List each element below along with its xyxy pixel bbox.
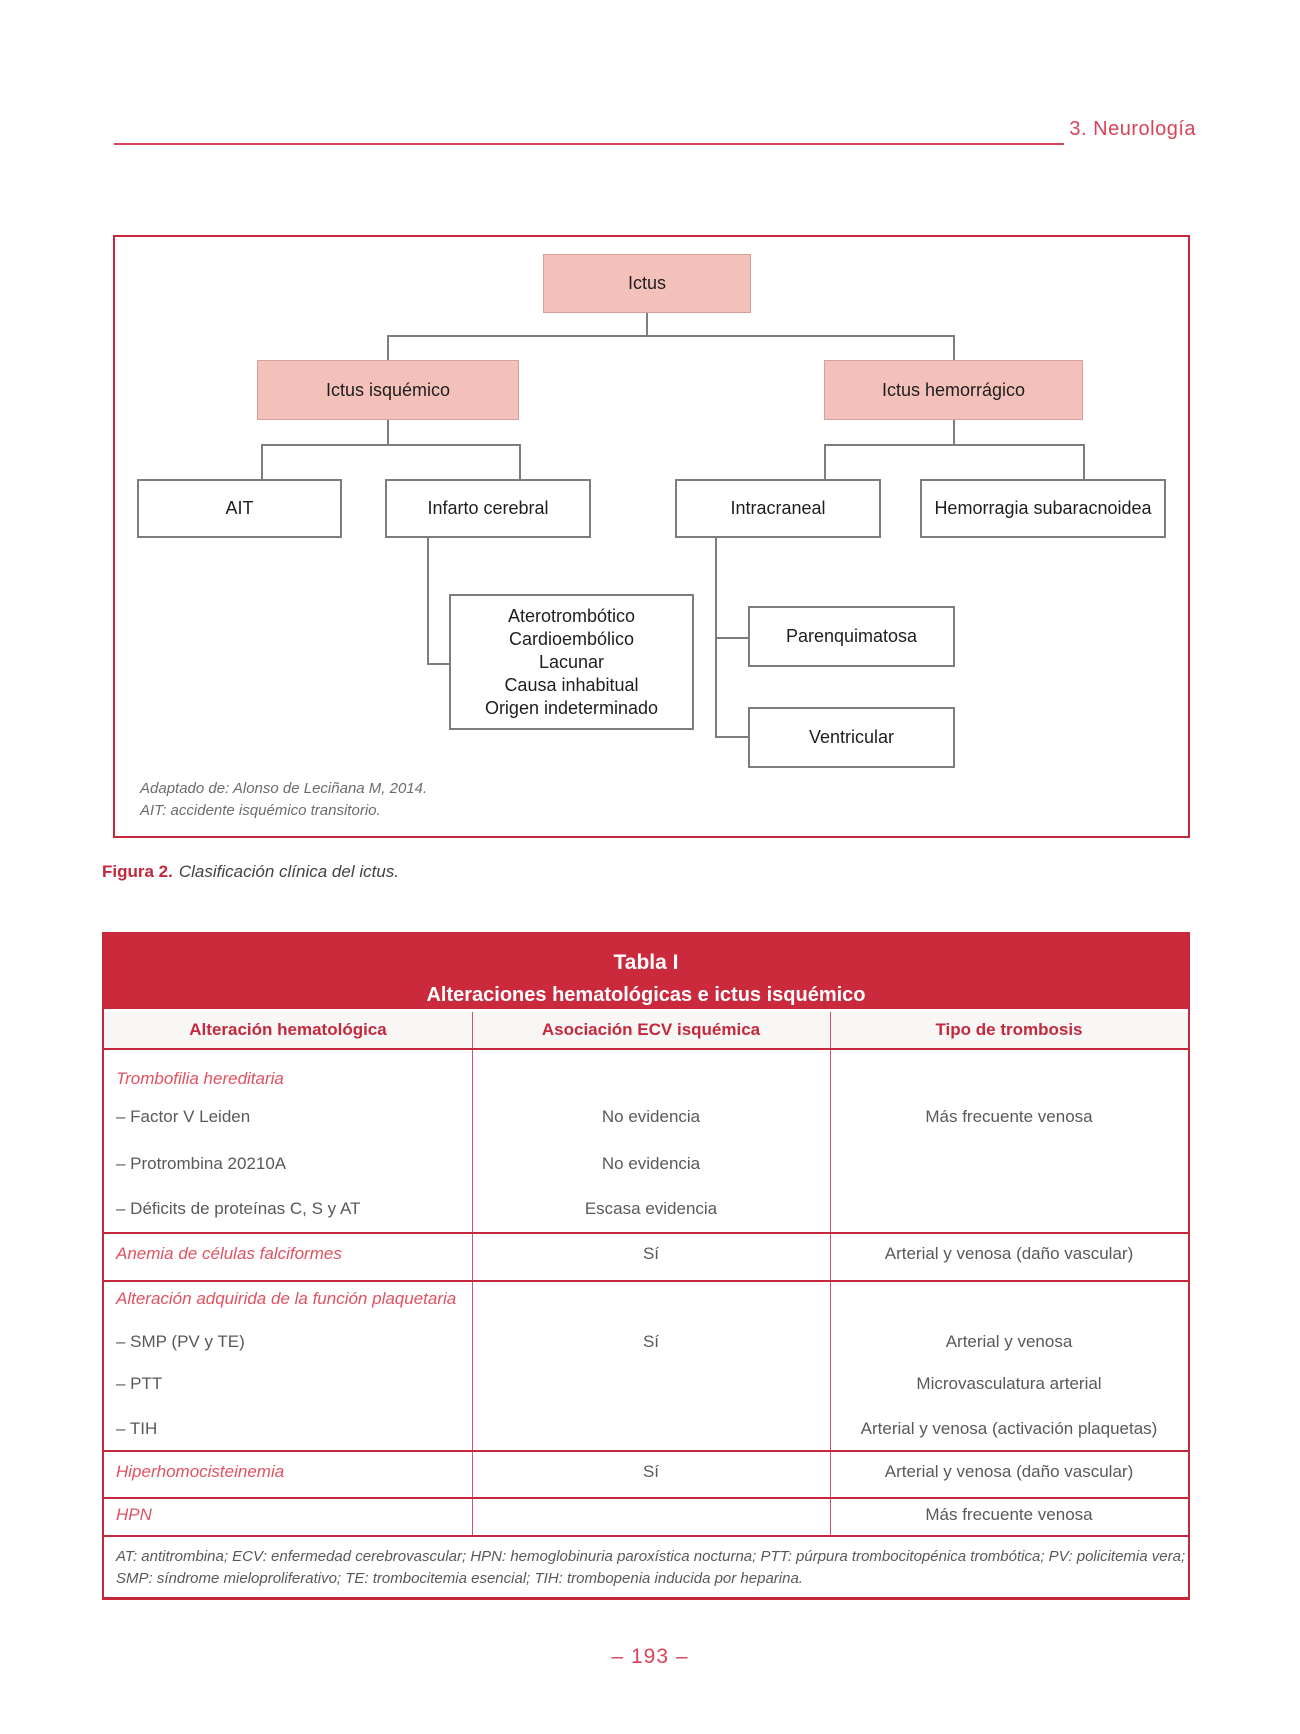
page-number: – 193 – xyxy=(611,1645,689,1668)
connector xyxy=(824,444,826,479)
row-label: Trombofilia hereditaria xyxy=(116,1069,284,1088)
column-divider xyxy=(472,1452,473,1497)
row-item: – SMP (PV y TE) xyxy=(116,1332,245,1351)
row-item: – Protrombina 20210A xyxy=(116,1154,287,1173)
node-intracraneal: Intracraneal xyxy=(675,479,881,538)
column-divider xyxy=(472,1282,473,1450)
connector xyxy=(427,663,451,665)
subtype-line: Cardioembólico xyxy=(508,628,635,649)
column-header-asociacion: Asociación ECV isquémica xyxy=(541,1020,761,1039)
table-row-hiperhomocisteinemia: Hiperhomocisteinemia Sí Arterial y venos… xyxy=(104,1450,1188,1497)
row-item: – TIH xyxy=(116,1419,158,1438)
cell-asociacion: Sí xyxy=(642,1332,660,1351)
node-parenquimatosa: Parenquimatosa xyxy=(748,606,955,667)
column-divider xyxy=(472,1499,473,1535)
cell-asociacion: Sí xyxy=(642,1244,660,1263)
column-divider xyxy=(830,1012,831,1048)
cell-asociacion: Escasa evidencia xyxy=(584,1199,718,1218)
cell-tipo: Más frecuente venosa xyxy=(925,1107,1093,1126)
row-label: Hiperhomocisteinemia xyxy=(116,1462,285,1481)
cell-asociacion: Sí xyxy=(642,1462,660,1481)
row-item: – Déficits de proteínas C, S y AT xyxy=(116,1199,361,1218)
cell-tipo: Microvasculatura arterial xyxy=(916,1374,1102,1393)
table-hematologic-alterations: Tabla I Alteraciones hematológicas e ict… xyxy=(102,932,1190,1600)
row-label: HPN xyxy=(116,1505,152,1524)
column-divider xyxy=(830,1234,831,1280)
cell-asociacion: No evidencia xyxy=(601,1107,701,1126)
figure-flowchart: Ictus Ictus isquémico Ictus hemorrágico … xyxy=(113,235,1190,838)
node-ictus-hemorragico: Ictus hemorrágico xyxy=(824,360,1083,420)
column-divider xyxy=(472,1012,473,1048)
column-divider xyxy=(472,1050,473,1232)
figure-footnote-source: Adaptado de: Alonso de Leciñana M, 2014. xyxy=(140,780,428,797)
table-footnote-line: SMP: síndrome mieloproliferativo; TE: tr… xyxy=(116,1570,803,1587)
connector xyxy=(953,335,955,360)
row-item: – Factor V Leiden xyxy=(116,1107,251,1126)
table-row-anemia: Anemia de células falciformes Sí Arteria… xyxy=(104,1232,1188,1280)
table-banner: Tabla I Alteraciones hematológicas e ict… xyxy=(104,934,1188,1009)
connector xyxy=(261,444,263,479)
column-divider xyxy=(830,1499,831,1535)
column-divider xyxy=(830,1282,831,1450)
connector xyxy=(387,335,955,337)
cell-tipo: Arterial y venosa (daño vascular) xyxy=(884,1462,1134,1481)
banner-gap xyxy=(104,1009,1188,1012)
table-row-group-trombofilia: Trombofilia hereditaria – Factor V Leide… xyxy=(104,1050,1188,1232)
column-header-alteracion: Alteración hematológica xyxy=(189,1020,387,1039)
connector xyxy=(1083,444,1085,479)
node-hemorragia-subaracnoidea: Hemorragia subaracnoidea xyxy=(920,479,1166,538)
table-header-row: Alteración hematológica Asociación ECV i… xyxy=(104,1012,1188,1050)
figure-footnote-abbrev: AIT: accidente isquémico transitorio. xyxy=(140,802,381,819)
page-header: 3. Neurología xyxy=(114,114,1196,145)
cell-tipo: Arterial y venosa (daño vascular) xyxy=(884,1244,1134,1263)
connector xyxy=(646,313,648,337)
node-ventricular: Ventricular xyxy=(748,707,955,768)
figure-caption-text: Clasificación clínica del ictus. xyxy=(178,862,400,881)
subtype-line: Lacunar xyxy=(538,651,605,672)
table-row-hpn: HPN Más frecuente venosa xyxy=(104,1497,1188,1535)
connector xyxy=(387,335,389,360)
table-subtitle: Alteraciones hematológicas e ictus isqué… xyxy=(426,984,866,1006)
connector xyxy=(953,420,955,446)
node-ictus-isquemico: Ictus isquémico xyxy=(257,360,519,420)
node-infarto-cerebral: Infarto cerebral xyxy=(385,479,591,538)
connector xyxy=(824,444,1085,446)
node-ictus: Ictus xyxy=(543,254,751,313)
connector xyxy=(427,538,429,665)
figure-footnotes: Adaptado de: Alonso de Leciñana M, 2014.… xyxy=(140,778,427,822)
table-footnote-line: AT: antitrombina; ECV: enfermedad cerebr… xyxy=(116,1548,1186,1565)
connector xyxy=(715,637,750,639)
table-title: Tabla I xyxy=(613,951,679,974)
column-header-tipo: Tipo de trombosis xyxy=(935,1020,1083,1039)
subtype-line: Origen indeterminado xyxy=(484,697,659,718)
connector xyxy=(715,736,750,738)
connector xyxy=(387,420,389,446)
cell-asociacion: No evidencia xyxy=(601,1154,701,1173)
cell-tipo: Arterial y venosa xyxy=(945,1332,1073,1351)
header-rule xyxy=(114,114,1065,145)
figure-caption-label: Figura 2. xyxy=(102,862,173,881)
figure-caption: Figura 2. Clasificación clínica del ictus… xyxy=(102,862,399,882)
row-label: Anemia de células falciformes xyxy=(116,1244,342,1263)
row-label: Alteración adquirida de la función plaqu… xyxy=(116,1289,457,1308)
cell-tipo: Más frecuente venosa xyxy=(925,1505,1093,1524)
node-subtipos-infarto: Aterotrombótico Cardioembólico Lacunar C… xyxy=(449,594,694,730)
connector xyxy=(261,444,521,446)
subtype-line: Causa inhabitual xyxy=(504,674,639,695)
column-divider xyxy=(830,1452,831,1497)
cell-tipo: Arterial y venosa (activación plaquetas) xyxy=(860,1419,1158,1438)
chapter-title: 3. Neurología xyxy=(1069,118,1196,140)
column-divider xyxy=(830,1050,831,1232)
table-footnote-row: AT: antitrombina; ECV: enfermedad cerebr… xyxy=(104,1535,1188,1597)
subtype-line: Aterotrombótico xyxy=(507,605,636,626)
column-divider xyxy=(472,1234,473,1280)
connector xyxy=(519,444,521,479)
node-ait: AIT xyxy=(137,479,342,538)
row-item: – PTT xyxy=(116,1374,163,1393)
table-row-group-plaquetaria: Alteración adquirida de la función plaqu… xyxy=(104,1280,1188,1450)
